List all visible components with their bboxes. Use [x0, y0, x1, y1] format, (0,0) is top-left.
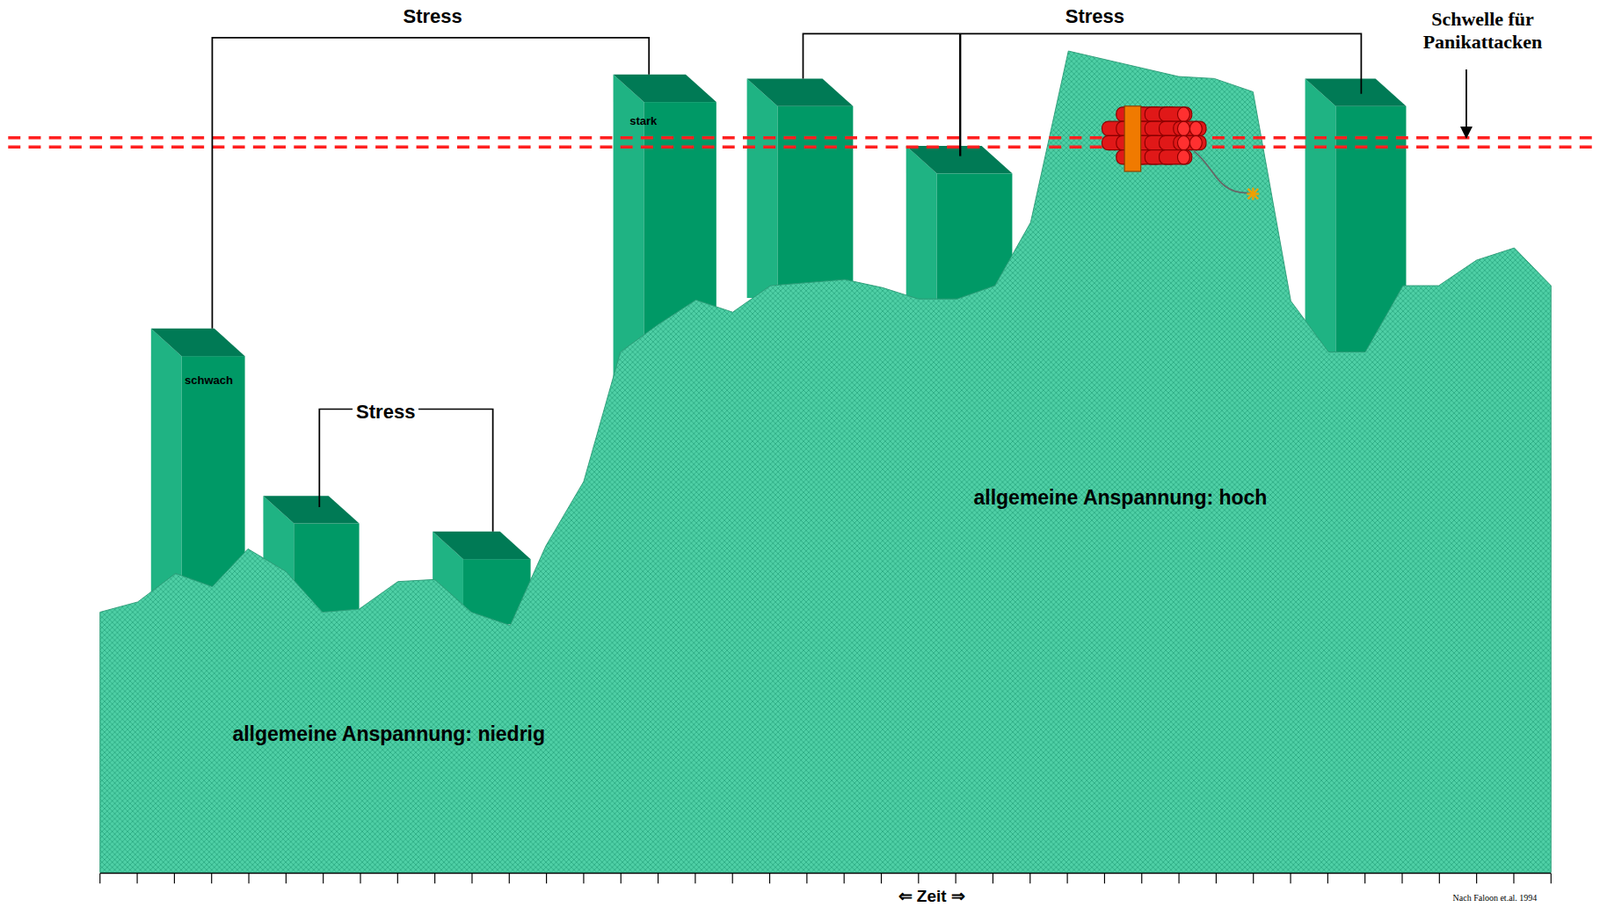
axis-tick	[1364, 873, 1366, 885]
axis-tick	[582, 873, 584, 885]
tension-area	[100, 50, 1552, 873]
axis-tick	[1178, 873, 1179, 885]
bar-side	[747, 78, 779, 299]
time-axis	[100, 873, 1552, 885]
axis-tick	[285, 873, 287, 885]
axis-tick	[769, 873, 771, 885]
source-note: Nach Faloon et.al. 1994	[1428, 893, 1562, 904]
axis-tick	[1104, 873, 1106, 885]
bar-label-box: stark	[629, 114, 657, 128]
axis-tick	[1252, 873, 1254, 885]
axis-tick	[694, 873, 696, 885]
bar-front	[181, 356, 246, 597]
axis-tick	[1550, 873, 1552, 885]
stress-bar	[906, 145, 1013, 303]
axis-label: ⇐ Zeit ⇒	[865, 887, 998, 907]
bar-top	[613, 74, 717, 102]
bar-top	[747, 78, 854, 106]
axis-tick	[359, 873, 361, 885]
axis-tick	[1141, 873, 1142, 885]
stick-end	[1189, 121, 1202, 136]
bar-label: stark	[629, 114, 657, 128]
axis-tick	[1029, 873, 1031, 885]
bar-side	[1305, 78, 1337, 353]
stress-label: Stress	[1033, 5, 1157, 28]
axis-tick	[434, 873, 436, 885]
stress-label: Stress	[371, 5, 495, 28]
axis-tick	[545, 873, 547, 885]
threshold-label: Schwelle für Panikattacken	[1405, 7, 1559, 53]
axis-tick	[880, 873, 882, 885]
dynamite-stick	[1159, 107, 1193, 122]
axis-tick	[620, 873, 622, 885]
axis-tick	[210, 873, 212, 885]
dynamite-stick	[1173, 135, 1207, 150]
stick-end	[1177, 107, 1190, 122]
axis-tick	[1289, 873, 1291, 885]
axis-tick	[657, 873, 659, 885]
axis-tick	[174, 873, 175, 885]
bar-label: schwach	[184, 373, 233, 387]
axis-tick	[322, 873, 324, 885]
stick-end	[1189, 135, 1202, 150]
bar-top	[151, 328, 246, 357]
axis-tick	[955, 873, 957, 885]
axis-tick	[1215, 873, 1217, 885]
bar-top	[432, 531, 531, 560]
threshold-line	[7, 138, 1600, 147]
axis-tick	[917, 873, 919, 885]
axis-tick	[1476, 873, 1477, 885]
axis-tick	[992, 873, 994, 885]
dynamite-icon	[1102, 106, 1260, 201]
bar-label-box: schwach	[184, 373, 233, 387]
axis-tick	[1439, 873, 1440, 885]
bar-top	[1305, 78, 1407, 106]
dynamite-stick	[1173, 121, 1207, 136]
stick-end	[1177, 135, 1190, 150]
stress-brackets	[211, 33, 1361, 531]
axis-tick	[732, 873, 734, 885]
stress-bar	[151, 328, 246, 597]
axis-tick	[247, 873, 249, 885]
axis-tick	[1327, 873, 1329, 885]
axis-tick	[509, 873, 510, 885]
axis-tick	[1067, 873, 1069, 885]
stress-label: Stress	[352, 400, 419, 423]
stick-end	[1177, 121, 1190, 136]
tension-label: allgemeine Anspannung: niedrig	[220, 722, 558, 746]
axis-tick	[806, 873, 808, 885]
stress-bar	[747, 78, 854, 299]
axis-tick	[1401, 873, 1403, 885]
threshold-arrow	[1460, 69, 1473, 139]
axis-tick	[843, 873, 845, 885]
axis-tick	[397, 873, 399, 885]
tension-label: allgemeine Anspannung: hoch	[952, 486, 1289, 510]
bar-top	[262, 495, 359, 524]
axis-tick	[136, 873, 138, 885]
dynamite-stick	[1159, 150, 1193, 165]
axis-tick	[1512, 873, 1514, 885]
bar-side	[151, 328, 182, 597]
axis-tick	[471, 873, 473, 885]
axis-tick	[99, 873, 101, 885]
bar-front	[777, 106, 853, 299]
stick-end	[1177, 150, 1190, 165]
